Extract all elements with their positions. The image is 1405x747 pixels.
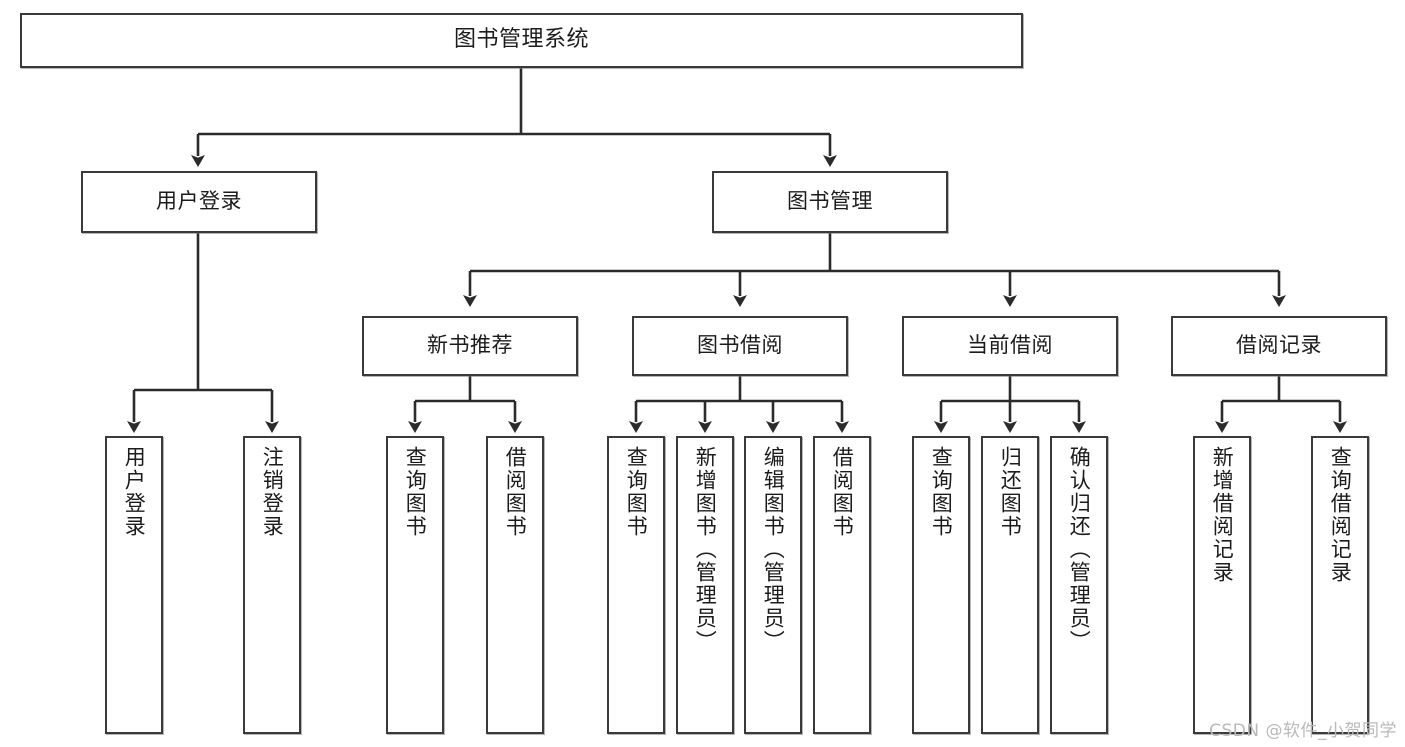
node-leaf-query-book-3[interactable]: 查询图书 [912, 436, 970, 734]
node-leaf-add-book[interactable]: 新增图书（管理员） [676, 436, 734, 734]
node-leaf-add-record[interactable]: 新增借阅记录 [1193, 436, 1251, 734]
node-label: 确认归还（管理员） [1067, 446, 1092, 653]
node-label: 用户登录 [156, 189, 242, 214]
node-leaf-confirm-return[interactable]: 确认归还（管理员） [1050, 436, 1108, 734]
node-label: 新书推荐 [427, 333, 513, 358]
node-label: 图书管理系统 [453, 27, 589, 53]
node-user-login[interactable]: 用户登录 [81, 171, 317, 233]
node-label: 借阅图书 [503, 446, 528, 538]
node-label: 查询借阅记录 [1328, 446, 1353, 584]
node-new-book-recommend[interactable]: 新书推荐 [362, 316, 578, 376]
node-borrow-record[interactable]: 借阅记录 [1171, 316, 1387, 376]
node-leaf-query-book-1[interactable]: 查询图书 [386, 436, 444, 734]
node-label: 查询图书 [624, 446, 649, 538]
node-label: 图书借阅 [697, 333, 783, 358]
node-leaf-edit-book[interactable]: 编辑图书（管理员） [744, 436, 802, 734]
node-leaf-user-login[interactable]: 用户登录 [105, 436, 163, 734]
node-label: 查询图书 [403, 446, 428, 538]
node-label: 归还图书 [998, 446, 1023, 538]
node-leaf-user-logout[interactable]: 注销登录 [243, 436, 301, 734]
node-label: 注销登录 [260, 446, 285, 538]
node-label: 借阅记录 [1236, 333, 1322, 358]
node-root-book-management-system[interactable]: 图书管理系统 [20, 13, 1023, 68]
node-label: 当前借阅 [967, 333, 1053, 358]
node-leaf-query-book-2[interactable]: 查询图书 [607, 436, 665, 734]
watermark: CSDN @软件_小贺同学 [1209, 721, 1397, 741]
node-label: 用户登录 [122, 446, 147, 538]
node-label: 编辑图书（管理员） [761, 446, 786, 653]
node-label: 图书管理 [787, 189, 873, 214]
node-book-borrow[interactable]: 图书借阅 [632, 316, 848, 376]
node-leaf-borrow-book-2[interactable]: 借阅图书 [813, 436, 871, 734]
node-label: 新增图书（管理员） [693, 446, 718, 653]
node-label: 新增借阅记录 [1210, 446, 1235, 584]
node-leaf-return-book[interactable]: 归还图书 [981, 436, 1039, 734]
node-label: 查询图书 [929, 446, 954, 538]
node-label: 借阅图书 [830, 446, 855, 538]
node-leaf-query-record[interactable]: 查询借阅记录 [1311, 436, 1369, 734]
node-book-manage[interactable]: 图书管理 [712, 171, 948, 233]
node-leaf-borrow-book-1[interactable]: 借阅图书 [486, 436, 544, 734]
node-current-borrow[interactable]: 当前借阅 [902, 316, 1118, 376]
